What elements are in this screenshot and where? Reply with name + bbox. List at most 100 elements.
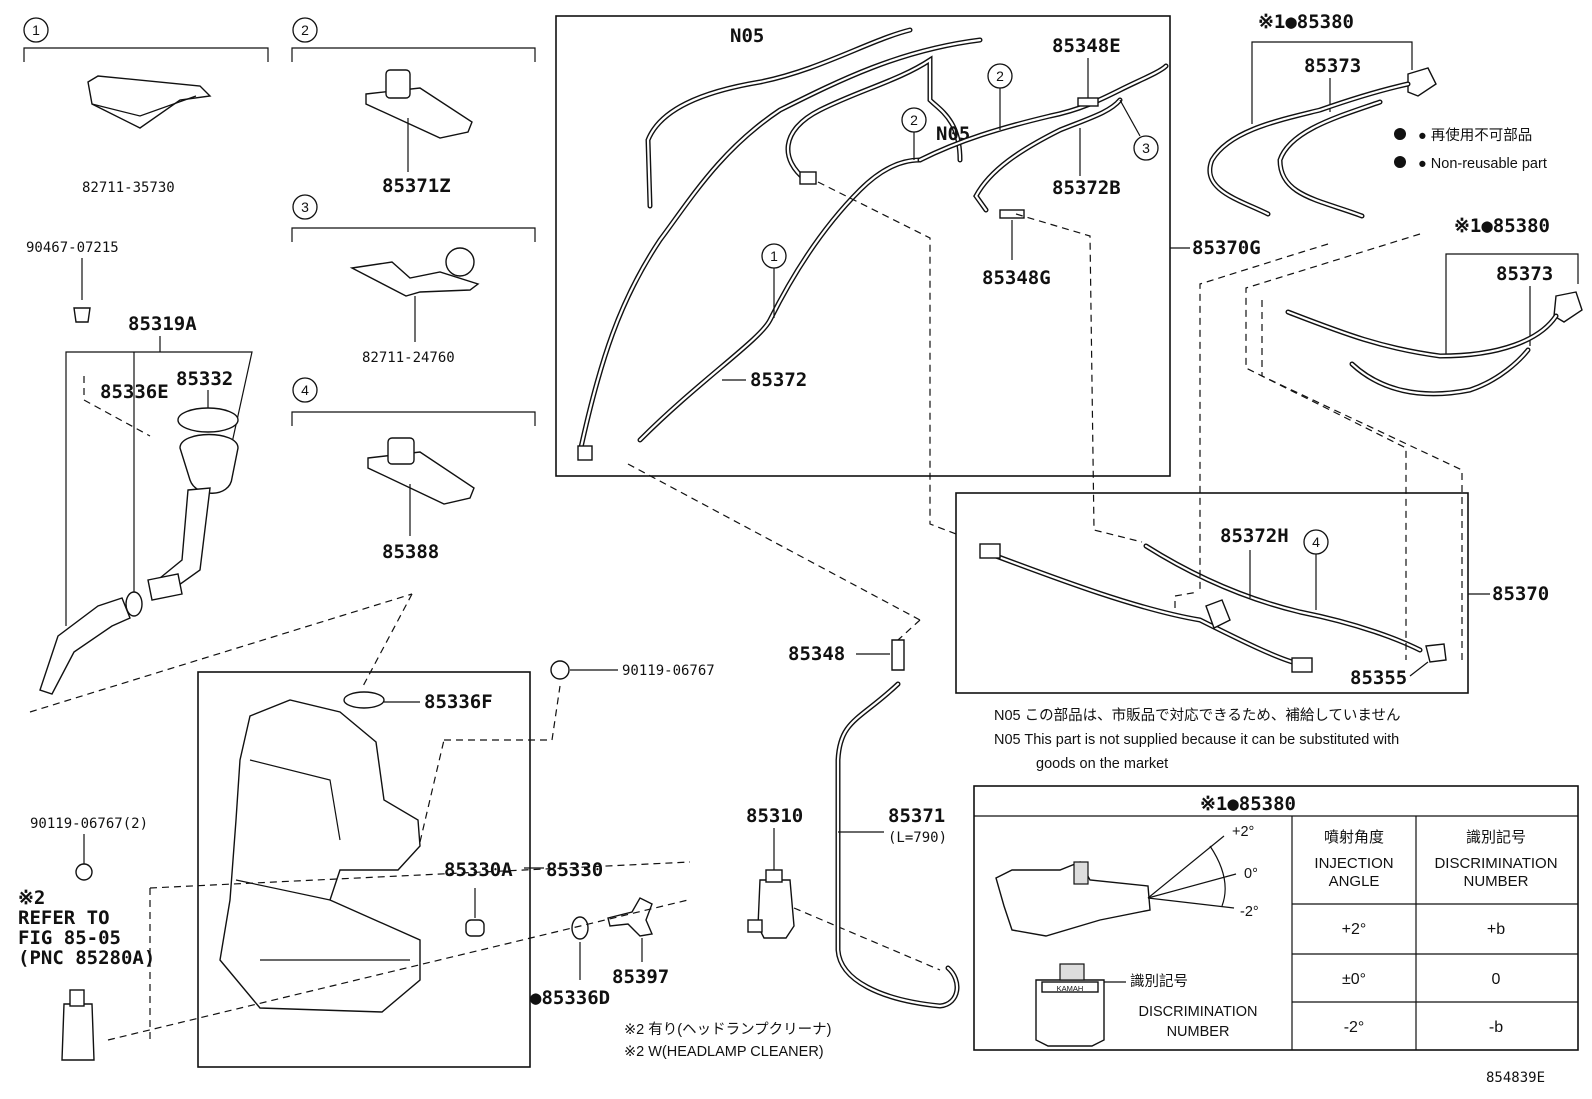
diagram-id: 854839E xyxy=(1486,1070,1545,1086)
angle-table: ※1●85380 噴射角度 INJECTION ANGLE 識別記号 DISCR… xyxy=(973,785,1579,1051)
angle-mark-zero: 0° xyxy=(1244,866,1258,882)
clip-90467-shape xyxy=(73,307,91,323)
connector-left xyxy=(577,445,593,461)
mark-label-en-1: DISCRIMINATION xyxy=(1139,1004,1258,1020)
col-angle-jp: 噴射角度 xyxy=(1324,829,1384,846)
part-85370[interactable]: 85370 xyxy=(1492,583,1549,605)
callout-3-in-box xyxy=(1133,135,1159,161)
part-85319A[interactable]: 85319A xyxy=(128,313,197,335)
nozzle-drawing xyxy=(995,861,1151,937)
part-85388[interactable]: 85388 xyxy=(382,541,439,563)
table-frame xyxy=(973,785,1579,1051)
n05-note-jp: N05 この部品は、市販品で対応できるため、補給していません xyxy=(994,707,1400,724)
part-85397[interactable]: 85397 xyxy=(612,966,669,988)
part-85373-b[interactable]: 85373 xyxy=(1496,263,1553,285)
headlamp-note: ※2 有り(ヘッドランプクリーナ) ※2 W(HEADLAMP CLEANER) xyxy=(624,1021,831,1060)
part-85348G[interactable]: 85348G xyxy=(982,267,1051,289)
bolt-90119-shape xyxy=(550,660,570,680)
group-2: 2 85371Z xyxy=(291,17,536,197)
legend-bullet-jp xyxy=(1394,128,1406,140)
legend-jp: ● 再使用不可部品 xyxy=(1418,127,1532,144)
col-angle-en-1: INJECTION xyxy=(1314,855,1393,872)
group-3: 3 82711-24760 xyxy=(291,194,536,366)
part-85372H[interactable]: 85372H xyxy=(1220,525,1289,547)
headlamp-note-en: ※2 W(HEADLAMP CLEANER) xyxy=(624,1044,824,1060)
part-N05-a[interactable]: N05 xyxy=(730,25,764,47)
row-2-angle: ±0° xyxy=(1342,971,1366,988)
col-code-en-1: DISCRIMINATION xyxy=(1434,855,1557,872)
legend-en: ● Non-reusable part xyxy=(1418,156,1547,172)
part-85370G[interactable]: 85370G xyxy=(1192,237,1261,259)
refer-line-3: (PNC 85280A) xyxy=(18,947,155,969)
headlamp-pump-shape xyxy=(61,1003,95,1061)
part-90119-06767-2[interactable]: 90119-06767(2) xyxy=(30,816,148,832)
svg-text:1: 1 xyxy=(770,248,778,264)
part-85380-a[interactable]: ※1●85380 xyxy=(1258,11,1354,33)
refer-line-2: FIG 85-05 xyxy=(18,927,121,949)
part-85330A[interactable]: 85330A xyxy=(444,859,513,881)
angle-mark-minus: -2° xyxy=(1240,904,1259,920)
part-85330[interactable]: 85330 xyxy=(546,859,603,881)
col-angle-en-2: ANGLE xyxy=(1329,873,1380,890)
table-title: ※1●85380 xyxy=(1200,793,1296,815)
part-85380-b[interactable]: ※1●85380 xyxy=(1454,215,1550,237)
svg-text:2: 2 xyxy=(910,112,918,128)
row-1-angle: +2° xyxy=(1342,921,1367,938)
refer-mark: ※2 xyxy=(18,887,45,909)
part-85355[interactable]: 85355 xyxy=(1350,667,1407,689)
callout-2-label: 2 xyxy=(301,22,309,38)
callout-circle-1 xyxy=(23,17,49,43)
col-code-jp: 識別記号 xyxy=(1466,829,1526,846)
group-4-bracket xyxy=(291,411,536,426)
mark-label-jp: 識別記号 xyxy=(1130,973,1188,990)
nozzle-85380-b xyxy=(1553,291,1583,323)
part-85332[interactable]: 85332 xyxy=(176,368,233,390)
refer-line-1: REFER TO xyxy=(18,907,110,929)
part-85372[interactable]: 85372 xyxy=(750,369,807,391)
part-85371-length: (L=790) xyxy=(888,830,947,846)
headlamp-note-jp: ※2 有り(ヘッドランプクリーナ) xyxy=(624,1021,831,1038)
part-90467-07215[interactable]: 90467-07215 xyxy=(26,240,119,256)
part-85371Z[interactable]: 85371Z xyxy=(382,175,451,197)
part-85348[interactable]: 85348 xyxy=(788,643,845,665)
group-2-bracket xyxy=(291,47,536,62)
joint-85348G xyxy=(999,209,1025,219)
part-85372B[interactable]: 85372B xyxy=(1052,177,1121,199)
joint-85370 xyxy=(1205,599,1231,629)
part-85310[interactable]: 85310 xyxy=(746,805,803,827)
group-4: 4 85388 xyxy=(291,377,536,563)
part-85373-a[interactable]: 85373 xyxy=(1304,55,1361,77)
part-82711-24760[interactable]: 82711-24760 xyxy=(362,350,455,366)
box-85370 xyxy=(955,492,1469,694)
row-3-angle: -2° xyxy=(1344,1019,1365,1036)
pump-and-hose: 85310 85348 85371 (L=790) xyxy=(627,463,960,1009)
box-85370G xyxy=(555,15,1171,477)
group-1-bracket xyxy=(23,47,269,62)
col-code-en-2: NUMBER xyxy=(1463,873,1528,890)
stamp-text: KAMAH xyxy=(1057,984,1084,993)
connector-85370-left xyxy=(979,543,1001,559)
washer-pump-85310 xyxy=(757,879,795,939)
reservoir-box xyxy=(197,671,531,1068)
group-3-bracket xyxy=(291,227,536,242)
row-2-code: 0 xyxy=(1492,971,1501,988)
clamp-85371Z-shape xyxy=(365,87,473,139)
part-85336F[interactable]: 85336F xyxy=(424,691,493,713)
part-85371[interactable]: 85371 xyxy=(888,805,945,827)
seal-85336F-shape xyxy=(343,691,385,709)
callout-circle-2 xyxy=(292,17,318,43)
part-90119-06767[interactable]: 90119-06767 xyxy=(622,663,715,679)
callout-circle-3 xyxy=(292,194,318,220)
protector-clip-shape xyxy=(87,75,212,129)
callout-4-label: 4 xyxy=(301,382,309,398)
level-sensor-85397 xyxy=(607,897,653,937)
part-85336D[interactable]: ●85336D xyxy=(530,987,610,1009)
part-82711-35730[interactable]: 82711-35730 xyxy=(82,180,175,196)
svg-text:4: 4 xyxy=(1312,534,1320,550)
callout-1-label: 1 xyxy=(32,22,40,38)
part-85348E[interactable]: 85348E xyxy=(1052,35,1121,57)
row-3-code: -b xyxy=(1489,1019,1503,1036)
bolt-90119-2-shape xyxy=(75,863,93,881)
